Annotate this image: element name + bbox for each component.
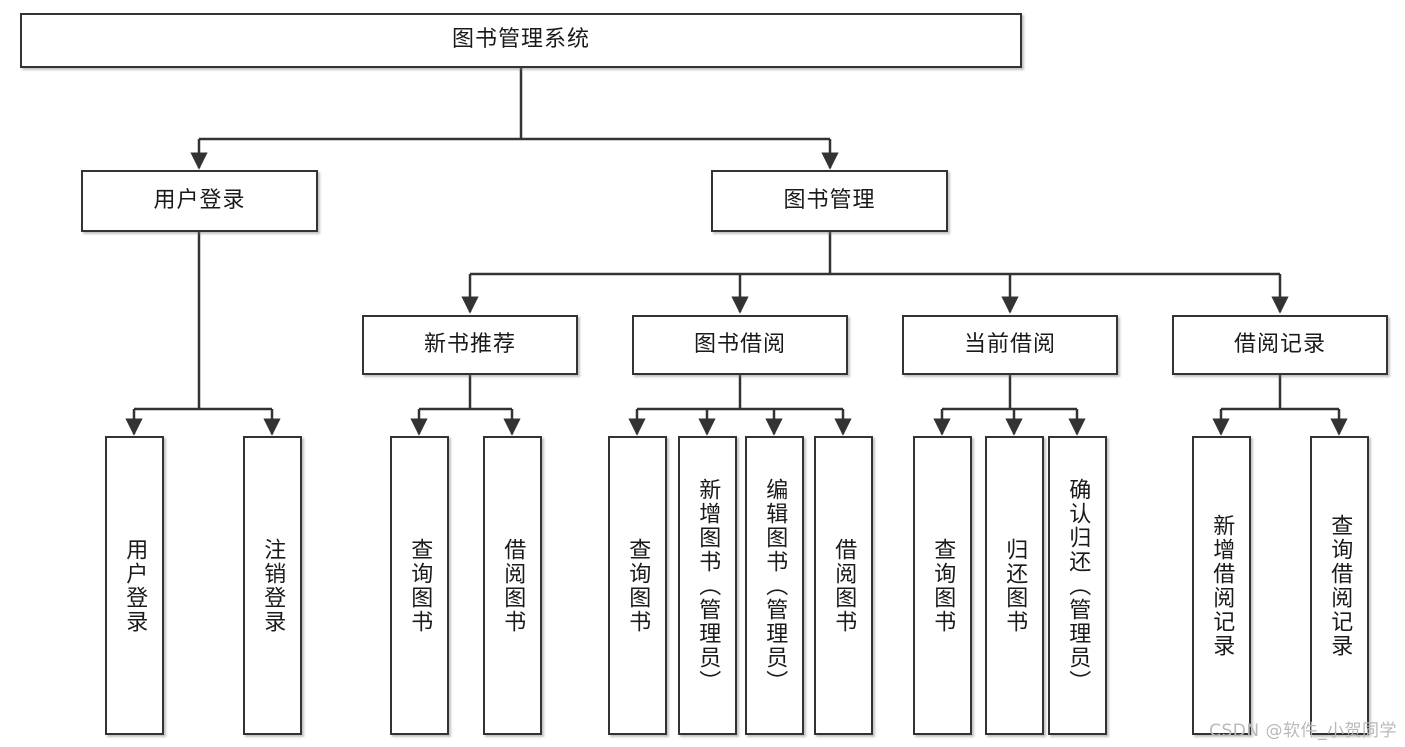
leaf-current-query-book-label: 查询图书 <box>930 537 956 634</box>
leaf-user-login-label: 用户登录 <box>122 537 148 634</box>
leaf-borrow-edit-book-admin[interactable]: 编辑图书（管理员） <box>745 436 804 735</box>
leaf-current-query-book[interactable]: 查询图书 <box>913 436 972 735</box>
leaf-borrow-query-book[interactable]: 查询图书 <box>608 436 667 735</box>
leaf-record-query-record-label: 查询借阅记录 <box>1327 513 1353 658</box>
leaf-current-return-book-label: 归还图书 <box>1002 537 1028 634</box>
leaf-logout-label: 注销登录 <box>260 537 286 634</box>
leaf-current-confirm-return-admin[interactable]: 确认归还（管理员） <box>1048 436 1107 735</box>
leaf-current-confirm-return-admin-label: 确认归还（管理员） <box>1065 477 1091 694</box>
leaf-record-add-record[interactable]: 新增借阅记录 <box>1192 436 1251 735</box>
node-user-login-label: 用户登录 <box>153 187 246 213</box>
leaf-newbook-query-book-label: 查询图书 <box>407 537 433 634</box>
leaf-borrow-borrow-book-label: 借阅图书 <box>831 537 857 634</box>
leaf-logout[interactable]: 注销登录 <box>243 436 302 735</box>
leaf-borrow-query-book-label: 查询图书 <box>625 537 651 634</box>
leaf-record-add-record-label: 新增借阅记录 <box>1209 513 1235 658</box>
leaf-borrow-add-book-admin[interactable]: 新增图书（管理员） <box>678 436 737 735</box>
node-book-management-label: 图书管理 <box>783 187 876 213</box>
leaf-newbook-borrow-book-label: 借阅图书 <box>500 537 526 634</box>
node-current-borrow[interactable]: 当前借阅 <box>902 315 1118 375</box>
leaf-newbook-query-book[interactable]: 查询图书 <box>390 436 449 735</box>
node-book-management[interactable]: 图书管理 <box>711 170 948 232</box>
node-borrow-record-label: 借阅记录 <box>1233 331 1326 357</box>
leaf-borrow-edit-book-admin-label: 编辑图书（管理员） <box>762 477 788 694</box>
node-current-borrow-label: 当前借阅 <box>963 331 1056 357</box>
leaf-borrow-add-book-admin-label: 新增图书（管理员） <box>695 477 721 694</box>
node-root-label: 图书管理系统 <box>451 27 590 53</box>
csdn-watermark: CSDN @软件_小贺同学 <box>1209 721 1397 741</box>
leaf-newbook-borrow-book[interactable]: 借阅图书 <box>483 436 542 735</box>
leaf-user-login[interactable]: 用户登录 <box>105 436 164 735</box>
leaf-current-return-book[interactable]: 归还图书 <box>985 436 1044 735</box>
node-new-book-recommend-label: 新书推荐 <box>423 331 516 357</box>
node-book-borrow-label: 图书借阅 <box>693 331 786 357</box>
leaf-borrow-borrow-book[interactable]: 借阅图书 <box>814 436 873 735</box>
node-borrow-record[interactable]: 借阅记录 <box>1172 315 1388 375</box>
node-root[interactable]: 图书管理系统 <box>20 13 1022 68</box>
node-user-login[interactable]: 用户登录 <box>81 170 318 232</box>
node-book-borrow[interactable]: 图书借阅 <box>632 315 848 375</box>
leaf-record-query-record[interactable]: 查询借阅记录 <box>1310 436 1369 735</box>
node-new-book-recommend[interactable]: 新书推荐 <box>362 315 578 375</box>
